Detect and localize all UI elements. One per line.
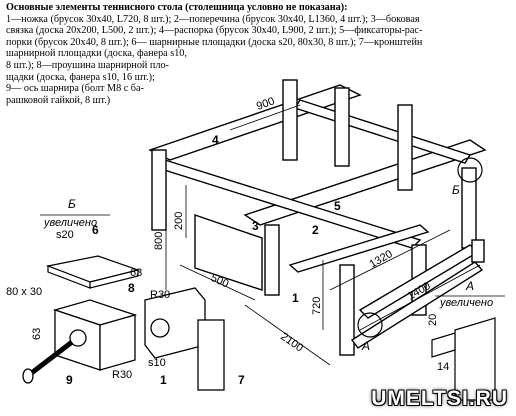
dim-63-left: 63 [31, 328, 43, 340]
caption-title: Основные элементы теннисного стола (стол… [6, 2, 348, 13]
dim-80x30: 80 x 30 [6, 286, 42, 298]
dim-1320: 1320 [368, 248, 395, 271]
leg-foot [471, 239, 485, 263]
side-tie-3 [194, 214, 263, 291]
callout-9: 9 [66, 373, 73, 387]
brace-2 [288, 224, 430, 273]
caption-line: шарнирной площадки (доска, фанера s10, [6, 48, 187, 60]
leg [151, 149, 167, 231]
bracket-hole [150, 318, 170, 338]
dim-14: 14 [437, 361, 449, 373]
dim-line-500 [179, 264, 256, 301]
caption-line: 8 шт.); 8—проушина шарнирной пло- [6, 59, 169, 71]
detail-b-circle [457, 157, 483, 183]
callout-3: 3 [252, 219, 259, 233]
leg [397, 104, 413, 191]
callout-6: 6 [92, 223, 99, 237]
detail-a-circle [357, 312, 383, 338]
post-1 [197, 319, 225, 391]
hinge-pad-front [89, 269, 139, 289]
dim-r30-left: R30 [112, 369, 132, 381]
dim-line-1400 [359, 264, 481, 331]
marker-b: Б [452, 183, 460, 197]
crossbar-back [293, 99, 472, 164]
callout-7: 7 [238, 373, 245, 387]
caption-line: 9— ось шарнира (болт М8 с ба- [6, 83, 144, 95]
dim-line-2100 [244, 304, 331, 366]
callout-2: 2 [312, 223, 319, 237]
dim-200: 200 [173, 212, 185, 230]
dim-900: 900 [255, 95, 276, 113]
brace-lower-2 [350, 261, 484, 349]
dim-63-top: 63 [130, 267, 142, 279]
dim-2100: 2100 [278, 331, 305, 355]
view-b-word: увеличено [43, 217, 97, 229]
callout-8: 8 [128, 281, 135, 295]
view-a-letter: А [465, 279, 474, 293]
callout-5: 5 [334, 199, 341, 213]
dim-800: 800 [153, 232, 165, 250]
leg [339, 264, 355, 356]
caption-line: 1—ножка (брусок 30х40, L720, 8 шт.); 2—п… [6, 13, 420, 25]
dim-20: 20 [427, 314, 439, 326]
dim-line-900 [229, 104, 301, 131]
dim-s10: s10 [148, 357, 166, 369]
callout-1b: 1 [160, 373, 167, 387]
marker-a: А [361, 339, 370, 353]
callout-4: 4 [212, 133, 219, 147]
view-b-letter: Б [68, 197, 76, 211]
caption: Основные элементы теннисного стола (стол… [6, 2, 506, 106]
dim-720: 720 [311, 297, 323, 315]
rail-4 [148, 84, 362, 161]
view-a-word: увеличено [439, 297, 493, 309]
caption-line: щадки (доска, фанера s10, 16 шт.); [6, 71, 155, 83]
leg [282, 79, 298, 161]
eyelet-hole [69, 329, 87, 347]
leg [334, 87, 350, 167]
dim-s20: s20 [56, 229, 74, 241]
detail-a-tab [431, 332, 456, 358]
dim-r30-right: R30 [150, 289, 170, 301]
caption-line: порки (брусок 20х40, 8 шт.); 6— шарнирны… [6, 36, 423, 48]
leg [264, 224, 280, 296]
watermark: UMELTSI.RU [371, 387, 508, 410]
caption-line: рашковой гайкой, 8 шт.) [6, 94, 111, 106]
dim-line-1320 [329, 229, 451, 291]
bolt-9-nut [22, 368, 34, 384]
detail-a-profile [454, 317, 496, 401]
caption-line: связка (доска 20х200, L500, 2 шт.); 4—ра… [6, 25, 423, 37]
callout-1: 1 [292, 291, 299, 305]
eyelet-8-front [99, 314, 136, 371]
